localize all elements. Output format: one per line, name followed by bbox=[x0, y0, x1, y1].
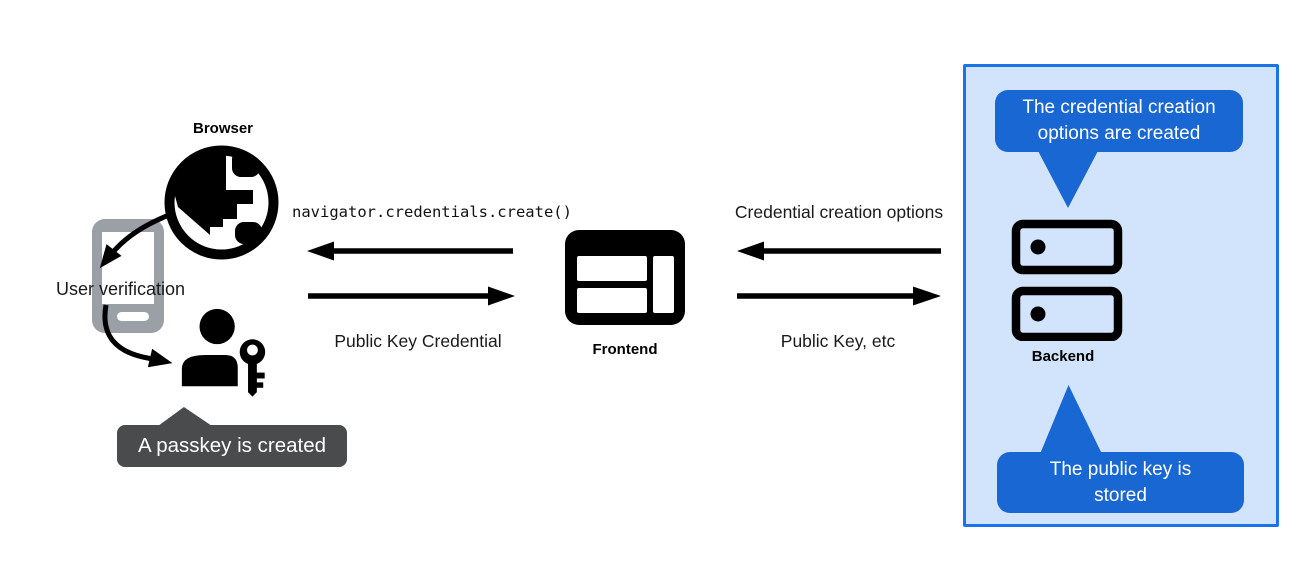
passkey-created-tooltip: A passkey is created bbox=[117, 425, 347, 467]
browser-globe-icon bbox=[164, 145, 279, 260]
backend-note-options-created: The credential creation options are crea… bbox=[995, 90, 1243, 152]
tooltip-tail-up bbox=[158, 407, 212, 426]
user-with-key-icon bbox=[181, 308, 266, 397]
frontend-to-backend-arrow bbox=[737, 286, 941, 306]
phone-icon bbox=[92, 219, 164, 333]
backend-to-frontend-arrow bbox=[737, 241, 941, 261]
note-line: The credential creation bbox=[1022, 97, 1216, 118]
note-line: The public key is bbox=[1049, 458, 1192, 480]
backend-note-key-stored: The public key is stored bbox=[997, 452, 1244, 513]
user-verification-label: User verification bbox=[55, 279, 186, 299]
server-icon bbox=[1011, 219, 1123, 341]
navigator-credentials-create-label: navigator.credentials.create() bbox=[292, 203, 572, 221]
public-key-etc-label: Public Key, etc bbox=[780, 331, 896, 351]
public-key-credential-label: Public Key Credential bbox=[334, 331, 502, 351]
note-line: stored bbox=[1094, 484, 1147, 506]
frontend-label: Frontend bbox=[592, 341, 658, 358]
note-line: options are created bbox=[1037, 123, 1201, 144]
browser-label: Browser bbox=[192, 120, 254, 137]
frontend-to-browser-arrow bbox=[307, 241, 513, 261]
credential-creation-options-label: Credential creation options bbox=[734, 202, 944, 222]
browser-to-frontend-arrow bbox=[308, 286, 515, 306]
backend-label: Backend bbox=[1031, 348, 1095, 365]
frontend-window-icon bbox=[565, 230, 685, 325]
